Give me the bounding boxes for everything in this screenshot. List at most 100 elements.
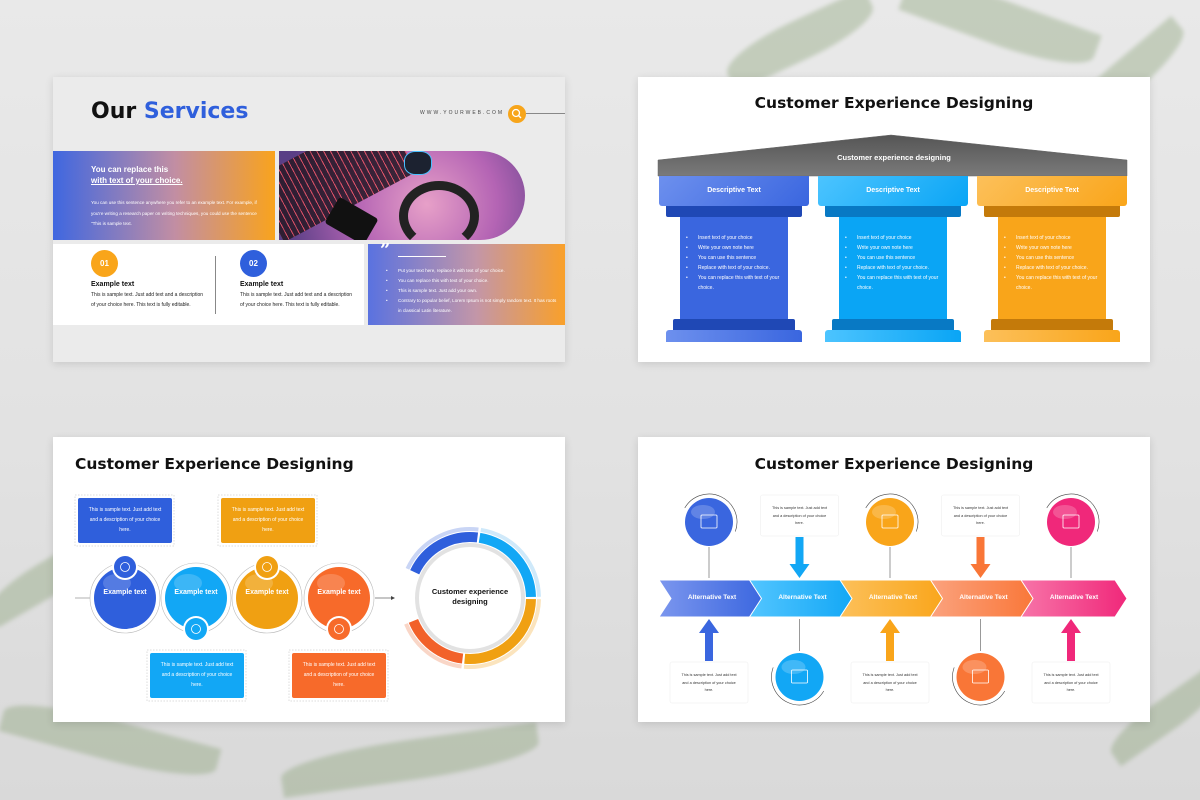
circle-arc xyxy=(865,493,919,532)
leaf-shadow xyxy=(898,0,1102,78)
pillar-plinth xyxy=(825,330,961,342)
document-search-icon xyxy=(866,498,914,546)
leaf-shadow xyxy=(278,722,542,798)
step-circle xyxy=(94,567,156,629)
justice-scale-icon xyxy=(256,556,278,578)
document-search-icon-glyph xyxy=(881,514,899,529)
website-text: WWW.YOURWEB.COM xyxy=(420,110,505,116)
pillar-bullet: Insert text of your choice xyxy=(845,233,943,243)
slide-title: Our Services xyxy=(91,99,248,124)
pillar: Descriptive TextInsert text of your choi… xyxy=(977,176,1127,342)
step-description: This is sample text. Just add text and a… xyxy=(160,662,234,688)
pillar-header: Descriptive Text xyxy=(818,176,968,206)
arrow-down-icon xyxy=(970,537,991,578)
feature-divider xyxy=(215,256,216,314)
title-part-2: Services xyxy=(143,99,249,124)
description-box xyxy=(941,494,1020,537)
head-idea-icon-glyph xyxy=(120,562,130,572)
feature-number-badge: 02 xyxy=(240,250,267,277)
header-rule xyxy=(526,113,565,114)
pillar-bullet: You can use this sentence xyxy=(1004,253,1102,263)
slide-pillars[interactable]: Customer Experience Designing Customer e… xyxy=(638,77,1150,362)
target-icon xyxy=(328,618,350,640)
circle-arc xyxy=(684,493,738,532)
step-description: This is sample text. Just add text and a… xyxy=(88,507,162,533)
slide-title: Customer Experience Designing xyxy=(75,455,354,473)
head-idea-icon xyxy=(114,556,136,578)
pillar-bullets: Insert text of your choiceWrite your own… xyxy=(686,233,784,293)
circle-arc xyxy=(771,667,825,706)
chevron-label: Alternative Text xyxy=(778,594,827,601)
pillar: Descriptive TextInsert text of your choi… xyxy=(818,176,968,342)
circle-gloss xyxy=(691,505,715,519)
step-label: Example text xyxy=(103,589,147,596)
chevron-label: Alternative Text xyxy=(1049,594,1099,601)
step-description: This is sample text. Just add text and a… xyxy=(952,506,1009,525)
title-part-1: Our xyxy=(91,99,137,124)
ring-segment xyxy=(478,532,536,598)
pillar-capital xyxy=(825,206,961,217)
pillar-header: Descriptive Text xyxy=(977,176,1127,206)
justice-scale-icon-glyph xyxy=(262,562,272,572)
pillar-bullet: Replace with text of your choice. xyxy=(686,263,784,273)
pillar-bullet: You can replace this with text of your c… xyxy=(686,273,784,293)
ring-outer-segment xyxy=(463,599,541,669)
description-box xyxy=(760,494,839,537)
description-box-outline xyxy=(146,649,247,702)
slide-title: Customer Experience Designing xyxy=(754,94,1034,112)
slide-chevron-timeline[interactable]: Customer Experience Designing Alternativ… xyxy=(638,437,1150,722)
arrow-up-icon xyxy=(699,619,719,661)
arrow-up-icon xyxy=(1061,619,1081,661)
ring-base xyxy=(415,543,525,653)
step-circle xyxy=(236,567,298,629)
flow-database-icon xyxy=(685,498,733,546)
pillar-bullet: Write your own note here xyxy=(845,243,943,253)
step-label: Example text xyxy=(245,589,289,596)
headphones xyxy=(399,181,479,240)
arrow-down-icon xyxy=(789,537,810,578)
blocks-gear-icon xyxy=(956,653,1005,701)
feature-body: This is sample text. Just add text and a… xyxy=(240,292,352,308)
description-box xyxy=(292,653,386,698)
description-box xyxy=(850,661,930,704)
pillar-capital xyxy=(984,206,1120,217)
feature-number-badge: 01 xyxy=(91,250,118,277)
circle-gloss xyxy=(781,660,806,674)
step-circle xyxy=(308,567,370,629)
pillar-bullet: You can use this sentence xyxy=(845,253,943,263)
step-description: This is sample text. Just add text and a… xyxy=(862,673,918,692)
quote-bullet: You can replace this with text of your c… xyxy=(386,276,558,286)
step-description: This is sample text. Just add text and a… xyxy=(681,673,737,692)
quote-rule xyxy=(398,256,446,257)
timeline-diagram xyxy=(658,493,1128,706)
banner-heading-2: with text of your choice. xyxy=(91,176,183,185)
slide-circle-process[interactable]: Customer Experience Designing Customer e… xyxy=(53,437,565,722)
step-description: This is sample text. Just add text and a… xyxy=(302,662,376,688)
banner-heading-1: You can replace this xyxy=(91,165,169,174)
arrow-up-icon xyxy=(880,619,900,661)
step-description: This is sample text. Just add text and a… xyxy=(771,506,828,525)
ring-segment xyxy=(410,532,479,575)
pillar-plinth xyxy=(666,330,802,342)
description-box xyxy=(669,661,749,704)
blocks-gear-icon-glyph xyxy=(972,669,989,684)
description-box xyxy=(221,498,315,543)
feature-title: Example text xyxy=(91,281,135,288)
description-box xyxy=(150,653,244,698)
chevron-label: Alternative Text xyxy=(687,594,737,601)
presenter-chart-icon xyxy=(185,618,207,640)
roof-label: Customer experience designing xyxy=(837,153,951,162)
pillar-shaft: Insert text of your choiceWrite your own… xyxy=(839,217,947,319)
step-gloss xyxy=(317,574,345,592)
step-circle xyxy=(165,567,227,629)
slide-title: Customer Experience Designing xyxy=(754,455,1034,473)
description-box-outline xyxy=(74,494,175,547)
pillar-bullet: Write your own note here xyxy=(1004,243,1102,253)
flow-database-icon-glyph xyxy=(700,514,718,529)
ring-outer-segment xyxy=(405,527,479,570)
step-label: Example text xyxy=(174,589,218,596)
pillar-capital xyxy=(666,206,802,217)
search-icon[interactable] xyxy=(508,105,526,123)
pillar-plinth xyxy=(984,330,1120,342)
slide-our-services[interactable]: Our Services WWW.YOURWEB.COM You can rep… xyxy=(53,77,565,362)
